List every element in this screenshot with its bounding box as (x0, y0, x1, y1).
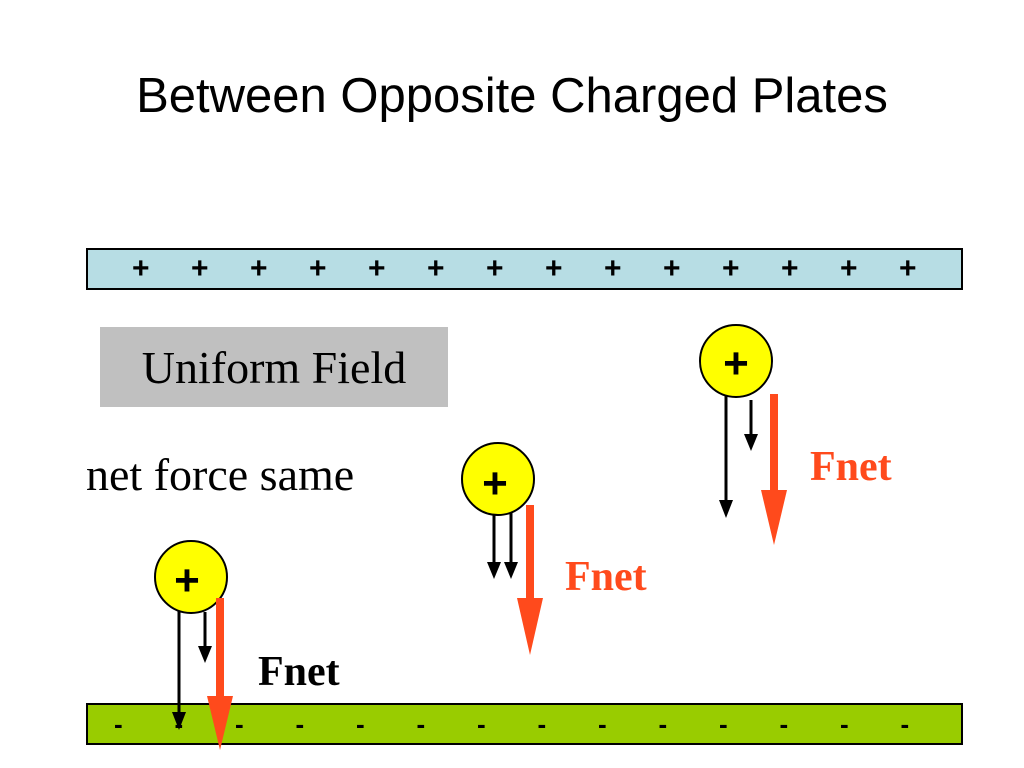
component-force-arrowhead (504, 562, 518, 579)
uniform-field-label: Uniform Field (100, 327, 448, 407)
net-force-arrowhead (761, 490, 787, 545)
plus-sign: + (899, 252, 917, 285)
plus-sign: + (840, 252, 858, 285)
charge-group-1: + Fnet (154, 540, 340, 730)
minus-sign: - (416, 708, 426, 739)
minus-sign: - (598, 708, 607, 739)
component-force-arrowhead (198, 646, 212, 663)
positive-plate-signs: + + + + + + + + + + + + + + (88, 250, 961, 288)
plus-sign: + (250, 252, 268, 285)
minus-sign: - (174, 708, 184, 739)
component-force-arrowhead (744, 434, 758, 451)
minus-sign: - (295, 708, 305, 739)
positive-charge (461, 442, 535, 516)
plus-sign: + (309, 252, 327, 285)
minus-sign: - (356, 708, 365, 739)
plus-sign: + (722, 252, 740, 285)
minus-sign: - (235, 708, 244, 739)
positive-charge (699, 324, 773, 398)
plus-sign: + (604, 252, 622, 285)
net-force-arrowhead (517, 598, 543, 655)
net-force-note: net force same (86, 449, 355, 500)
minus-sign: - (537, 708, 547, 739)
plus-sign: + (132, 252, 150, 285)
component-force-arrowhead (719, 500, 733, 518)
plus-sign: + (663, 252, 681, 285)
plus-sign: + (191, 252, 209, 285)
negative-plate: - - - - - - - - - - - - - - (86, 703, 963, 745)
minus-sign: - (840, 708, 849, 739)
net-force-arrow (770, 394, 778, 494)
negative-plate-signs: - - - - - - - - - - - - - - (88, 705, 961, 743)
positive-charge (154, 540, 228, 614)
charge-group-3: + Fnet (699, 324, 892, 545)
plus-sign: + (781, 252, 799, 285)
minus-sign: - (477, 708, 486, 739)
plus-sign: + (368, 252, 386, 285)
charge-symbol: + (723, 339, 749, 388)
net-force-arrow (526, 505, 534, 601)
net-force-label: Fnet (810, 444, 892, 490)
component-force-arrowhead (487, 562, 501, 579)
net-force-label: Fnet (258, 649, 340, 695)
net-force-label: Fnet (565, 554, 647, 600)
charge-symbol: + (174, 556, 200, 605)
slide-title: Between Opposite Charged Plates (136, 69, 888, 123)
minus-sign: - (779, 708, 789, 739)
minus-sign: - (114, 708, 123, 739)
plus-sign: + (427, 252, 445, 285)
positive-plate: + + + + + + + + + + + + + + (86, 248, 963, 290)
minus-sign: - (719, 708, 728, 739)
plus-sign: + (486, 252, 504, 285)
minus-sign: - (658, 708, 668, 739)
charge-symbol: + (482, 459, 508, 508)
minus-sign: - (900, 708, 910, 739)
charge-group-2: + Fnet (461, 442, 647, 655)
plus-sign: + (545, 252, 563, 285)
